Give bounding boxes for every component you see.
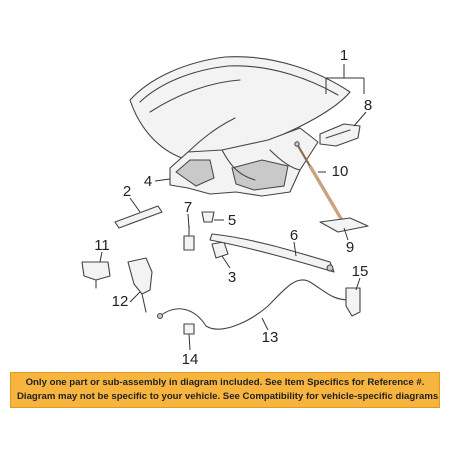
- leader-lines: [99, 64, 367, 351]
- release-cable: [157, 279, 351, 330]
- callout-6: 6: [290, 227, 298, 244]
- latch-bracket: [211, 241, 229, 259]
- callout-5: 5: [228, 212, 236, 229]
- release-handle: [127, 257, 153, 313]
- hinge-bracket-upper: [319, 123, 361, 147]
- secondary-latch: [345, 287, 361, 317]
- callout-14: 14: [182, 351, 199, 368]
- callout-13: 13: [262, 329, 279, 346]
- disclaimer-line-2: Diagram may not be specific to your vehi…: [17, 391, 440, 402]
- callout-15: 15: [352, 263, 369, 280]
- callout-2: 2: [123, 183, 131, 200]
- callout-8: 8: [364, 97, 372, 114]
- hood-inner-panel: [169, 127, 319, 197]
- hood-latch: [81, 261, 111, 289]
- callout-7: 7: [184, 199, 192, 216]
- callout-1: 1: [340, 47, 348, 64]
- bumper-stop: [183, 225, 195, 251]
- callout-4: 4: [144, 173, 152, 190]
- callout-3: 3: [228, 269, 236, 286]
- disclaimer-banner: Only one part or sub-assembly in diagram…: [10, 372, 440, 408]
- hinge-bracket-lower: [319, 217, 369, 233]
- hood-seal-strip: [114, 205, 163, 229]
- hood-lift-support: [294, 141, 348, 229]
- callout-12: 12: [112, 293, 129, 310]
- front-panel-brace: [209, 233, 335, 273]
- disclaimer-line-1: Only one part or sub-assembly in diagram…: [25, 377, 425, 388]
- callout-9: 9: [346, 239, 354, 256]
- retainer-clip: [201, 211, 215, 223]
- cable-clip: [183, 323, 195, 335]
- callout-11: 11: [94, 237, 110, 254]
- exploded-parts-diagram: 1 2 3 4 5 6 7 8 9 10 11 12 13 14 15: [81, 47, 372, 368]
- callout-10: 10: [332, 163, 349, 180]
